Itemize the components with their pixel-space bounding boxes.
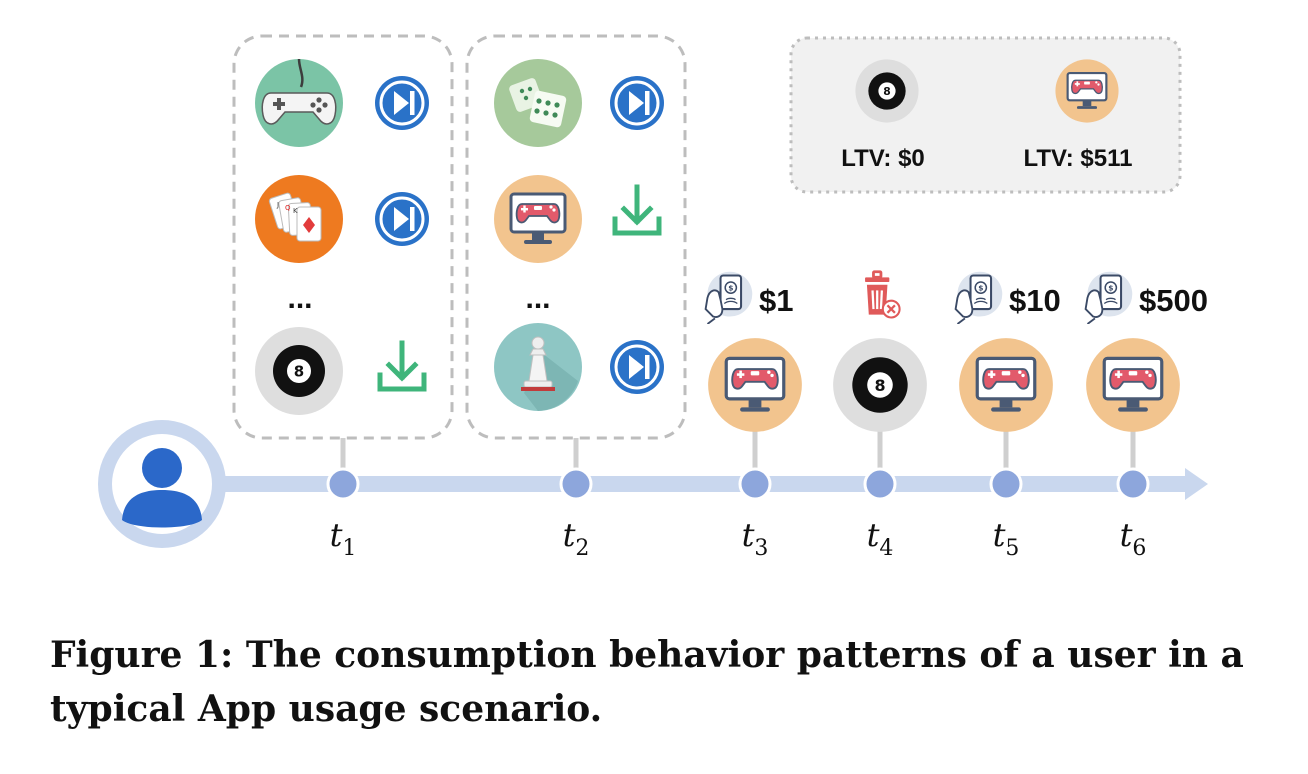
event-t6: $500 — [1084, 270, 1208, 434]
timeline-arrowhead — [1185, 468, 1208, 500]
uninstall-trash-icon — [863, 270, 901, 319]
ltv-legend: LTV: $0 LTV: $511 — [789, 36, 1182, 194]
game-monitor-icon — [492, 173, 584, 265]
mobile-payment-icon — [704, 270, 754, 324]
skip-icon — [608, 338, 666, 396]
timeline-node-t4 — [863, 467, 897, 501]
mobile-payment-icon — [1084, 270, 1134, 324]
time-label-t5: t5 — [993, 516, 1020, 561]
time-label-t4: t4 — [867, 516, 894, 561]
skip-icon — [373, 74, 431, 132]
legend-label-ltv-0: LTV: $0 — [841, 145, 925, 172]
figure-caption: Figure 1: The consumption behavior patte… — [50, 634, 1244, 730]
eight-ball-icon — [855, 59, 919, 123]
gamepad-icon — [253, 57, 345, 149]
dice-icon — [494, 59, 582, 147]
event-t4 — [833, 270, 927, 432]
mobile-payment-icon — [954, 270, 1004, 324]
eight-ball-icon — [255, 327, 343, 415]
skip-icon — [373, 190, 431, 248]
user-avatar-icon — [98, 420, 226, 548]
game-monitor-icon — [1084, 336, 1182, 434]
timeline-node-t5 — [989, 467, 1023, 501]
timeline-nodes — [326, 467, 1150, 501]
ellipsis: ... — [525, 282, 550, 315]
game-monitor-icon — [957, 336, 1055, 434]
payment-amount: $10 — [1009, 283, 1061, 318]
time-label-t2: t2 — [563, 516, 590, 561]
connectors — [340, 428, 1136, 472]
event-t3: $1 — [704, 270, 804, 434]
download-icon — [380, 343, 424, 389]
game-monitor-icon — [1054, 58, 1120, 124]
time-label-t3: t3 — [742, 516, 769, 561]
timeline-track — [220, 476, 1190, 492]
timeline — [220, 468, 1208, 500]
event-t5: $10 — [954, 270, 1061, 434]
time-labels: t1 t2 t3 t4 t5 t6 — [330, 516, 1147, 561]
playing-cards-icon — [254, 174, 344, 264]
skip-icon — [608, 74, 666, 132]
app-group-t2: ... — [492, 59, 666, 412]
timeline-node-t3 — [738, 467, 772, 501]
chess-pawn-icon — [493, 322, 583, 412]
timeline-node-t2 — [559, 467, 593, 501]
legend-label-ltv-511: LTV: $511 — [1024, 145, 1133, 172]
timeline-node-t1 — [326, 467, 360, 501]
payment-amount: $1 — [759, 283, 793, 318]
app-group-box-t1 — [232, 34, 454, 440]
eight-ball-icon — [833, 338, 927, 432]
time-label-t1: t1 — [330, 516, 357, 561]
download-icon — [615, 187, 659, 233]
ellipsis: ... — [287, 282, 312, 315]
timeline-node-t6 — [1116, 467, 1150, 501]
app-group-box-t2 — [465, 34, 687, 440]
game-monitor-icon — [706, 336, 804, 434]
time-label-t6: t6 — [1120, 516, 1147, 561]
app-group-t1: ... — [253, 57, 431, 415]
payment-amount: $500 — [1139, 283, 1208, 318]
